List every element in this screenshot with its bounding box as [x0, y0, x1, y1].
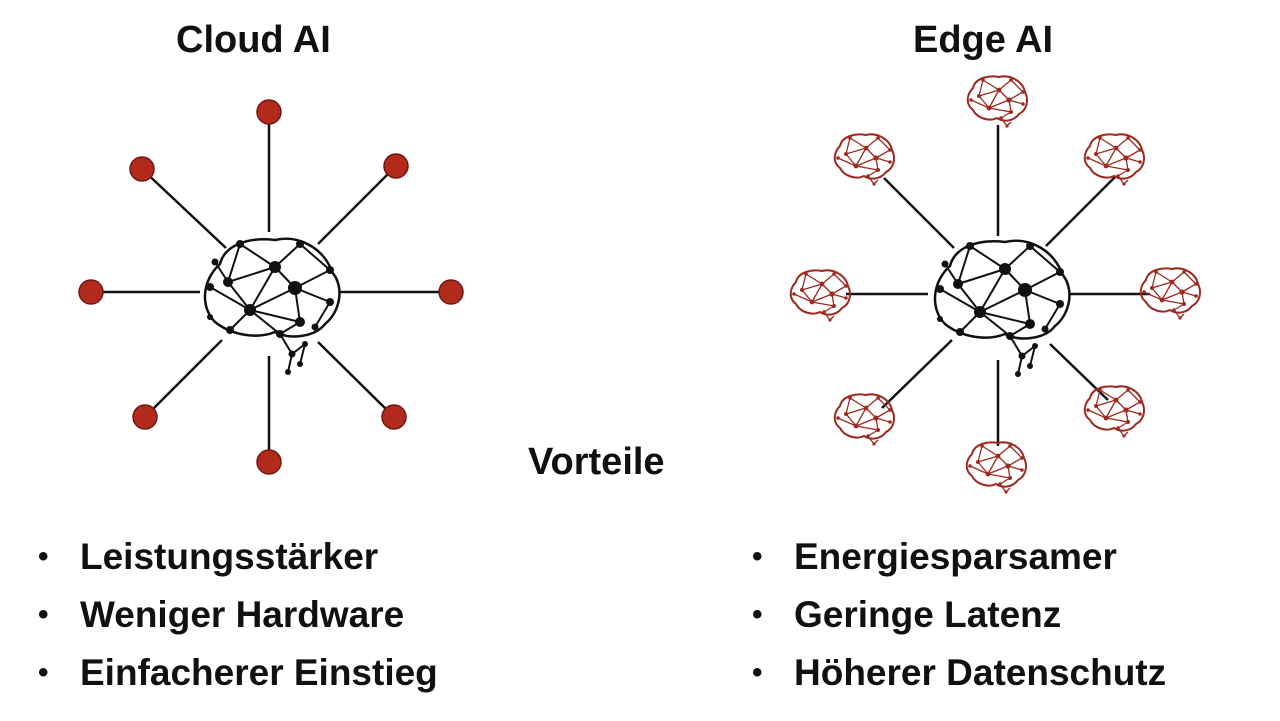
list-item: • Leistungsstärker: [38, 528, 438, 586]
edge-advantage-2: Geringe Latenz: [794, 594, 1062, 635]
cloud-node-nw: [129, 156, 155, 182]
cloud-hub-brain-icon: [203, 237, 341, 377]
cloud-node-se: [381, 404, 407, 430]
cloud-spokes: [91, 112, 451, 462]
advantages-heading: Vorteile: [528, 441, 665, 483]
edge-node-s-brain-icon: [965, 441, 1027, 495]
list-item: • Höherer Datenschutz: [752, 644, 1166, 702]
cloud-node-s: [256, 449, 282, 475]
cloud-spoke-ne: [317, 165, 397, 245]
edge-ai-title: Edge AI: [913, 19, 1054, 61]
edge-advantage-3: Höherer Datenschutz: [794, 652, 1167, 693]
edge-advantage-1: Energiesparsamer: [794, 536, 1117, 577]
cloud-ai-diagram: [78, 99, 464, 475]
bullet-icon: •: [752, 598, 763, 631]
cloud-ai-title: Cloud AI: [176, 19, 331, 61]
cloud-node-sw: [132, 404, 158, 430]
cloud-node-ne: [383, 153, 409, 179]
edge-node-n-brain-icon: [966, 75, 1028, 129]
edge-advantages-list: • Energiesparsamer • Geringe Latenz • Höher…: [752, 528, 1166, 702]
bullet-icon: •: [38, 540, 49, 573]
cloud-advantage-3: Einfacherer Einstieg: [80, 652, 438, 693]
cloud-advantage-2: Weniger Hardware: [80, 594, 405, 635]
edge-spoke-ne: [1045, 175, 1117, 247]
edge-spokes: [846, 125, 1150, 446]
cloud-advantage-1: Leistungsstärker: [80, 536, 379, 577]
edge-node-e-brain-icon: [1139, 267, 1201, 321]
list-item: • Geringe Latenz: [752, 586, 1166, 644]
list-item: • Energiesparsamer: [752, 528, 1166, 586]
edge-spoke-sw: [881, 339, 953, 409]
cloud-spoke-se: [317, 341, 395, 418]
cloud-spoke-sw: [144, 339, 223, 418]
edge-spoke-nw: [883, 177, 955, 249]
edge-hub-brain-icon: [933, 239, 1071, 379]
bullet-icon: •: [38, 598, 49, 631]
edge-node-sw-brain-icon: [833, 393, 895, 447]
cloud-spoke-nw: [141, 168, 227, 249]
cloud-node-w: [78, 279, 104, 305]
bullet-icon: •: [752, 540, 763, 573]
cloud-nodes: [78, 99, 464, 475]
list-item: • Weniger Hardware: [38, 586, 438, 644]
edge-node-w-brain-icon: [789, 269, 851, 323]
edge-node-se-brain-icon: [1083, 385, 1145, 439]
cloud-advantages-list: • Leistungsstärker • Weniger Hardware • Ein…: [38, 528, 438, 702]
cloud-node-n: [256, 99, 282, 125]
bullet-icon: •: [38, 656, 49, 689]
list-item: • Einfacherer Einstieg: [38, 644, 438, 702]
bullet-icon: •: [752, 656, 763, 689]
cloud-node-e: [438, 279, 464, 305]
edge-ai-diagram: [789, 75, 1201, 495]
